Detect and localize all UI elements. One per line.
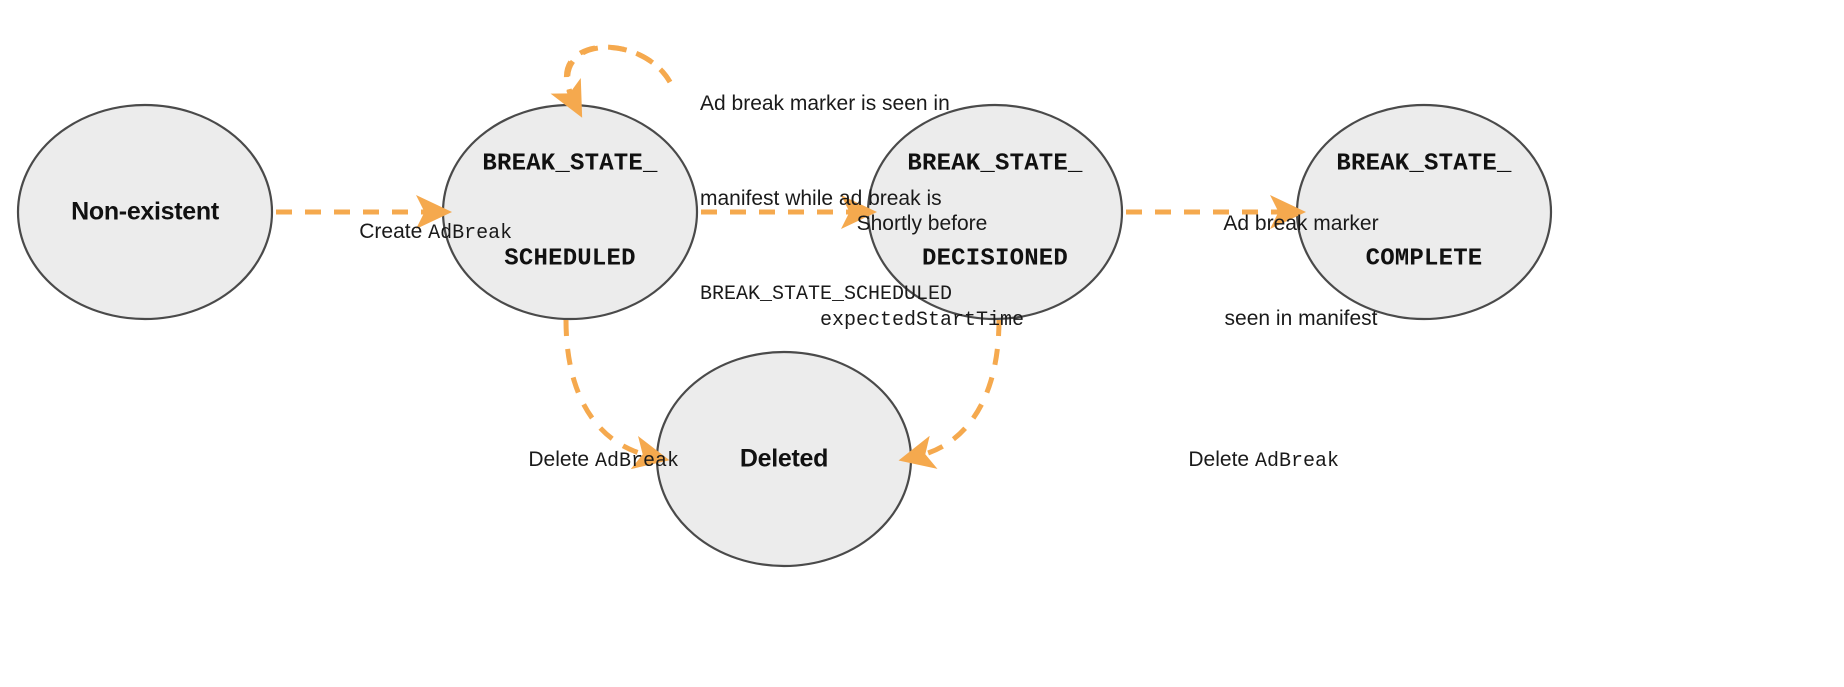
node-break-state-complete[interactable] bbox=[1295, 103, 1553, 321]
node-deleted[interactable] bbox=[655, 350, 913, 568]
node-break-state-decisioned[interactable] bbox=[866, 103, 1124, 321]
edge-delete-adbreak-scheduled bbox=[563, 319, 670, 470]
edge-self-loop-marker-seen-tail bbox=[565, 44, 673, 106]
edge-self-loop-marker-seen bbox=[550, 44, 673, 118]
node-break-state-scheduled[interactable] bbox=[441, 103, 699, 321]
edge-delete-adbreak-decisioned bbox=[898, 319, 1002, 469]
node-non-existent[interactable] bbox=[16, 103, 274, 321]
